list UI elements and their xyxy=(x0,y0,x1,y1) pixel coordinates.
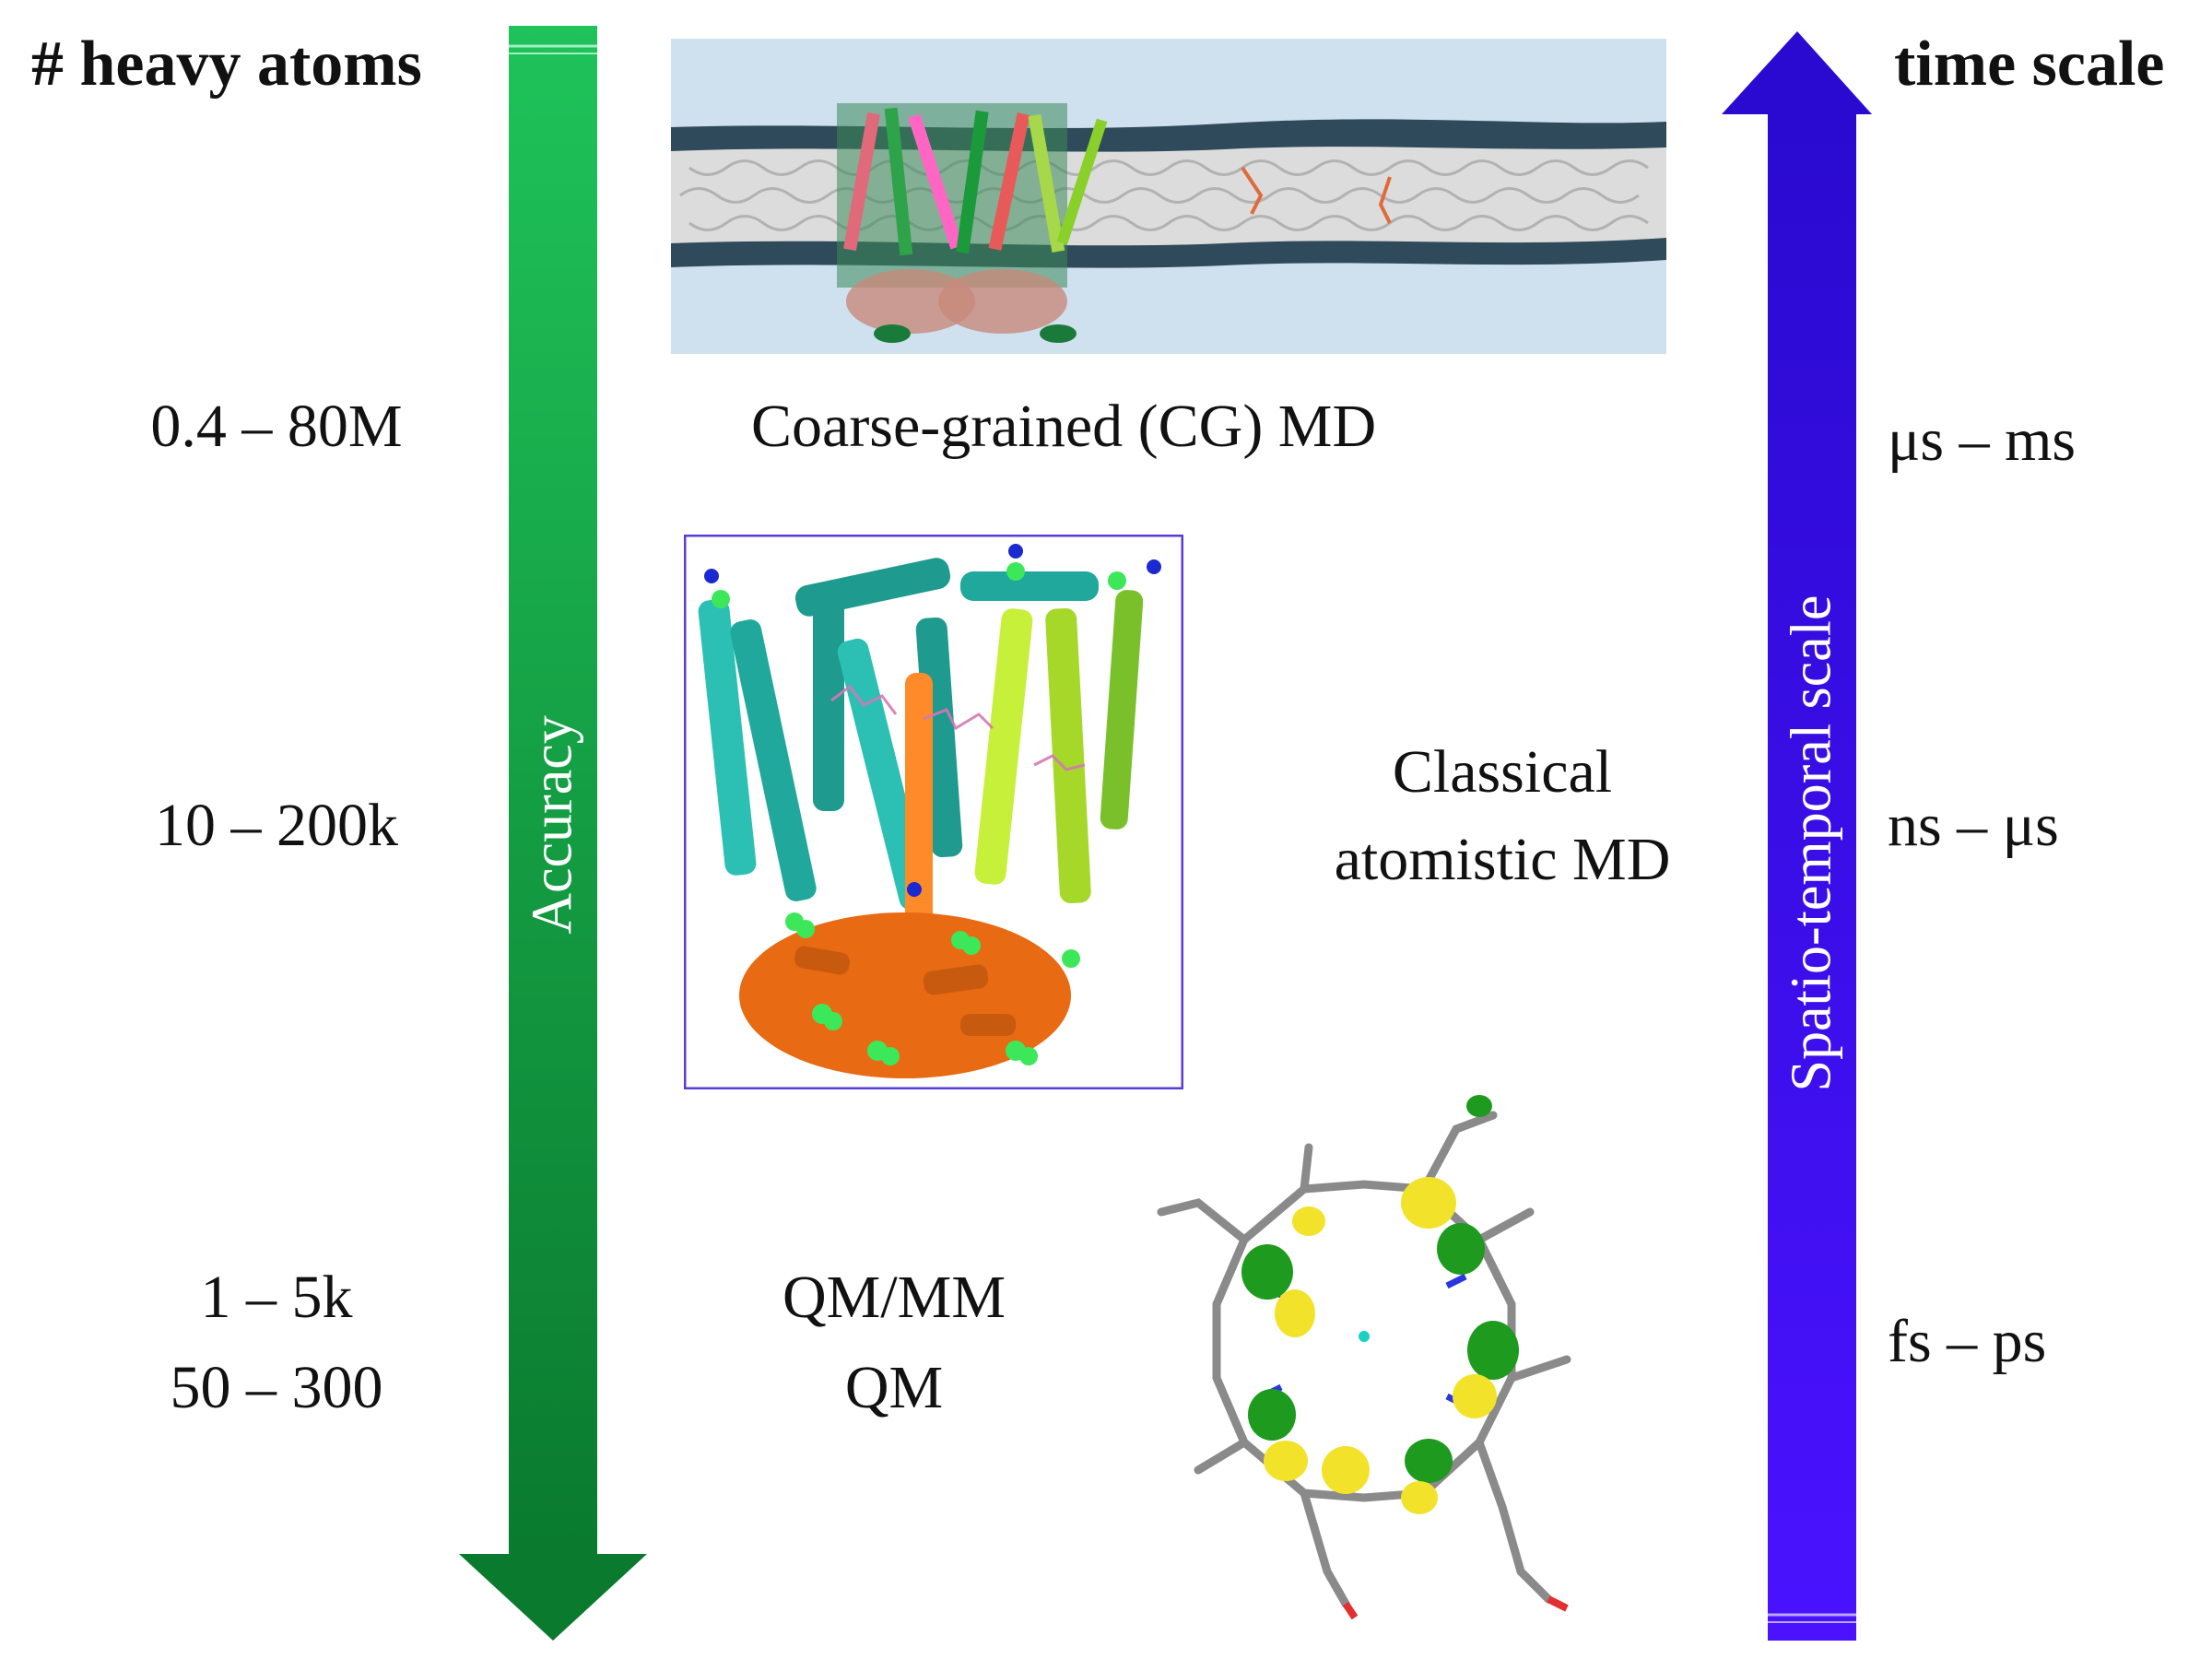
membrane-protein-cg-snapshot xyxy=(671,39,1666,354)
heavy-atoms-header: # heavy atoms xyxy=(31,29,422,100)
porphyrin-orbital-snapshot xyxy=(1157,1095,1571,1620)
time-qm: fs – ps xyxy=(1888,1308,2047,1375)
time-scale-header: time scale xyxy=(1894,29,2165,100)
method-qmmm: QM/MM xyxy=(782,1264,1006,1331)
atoms-qm: 50 – 300 xyxy=(170,1354,383,1421)
method-cg: Coarse-grained (CG) MD xyxy=(751,393,1377,460)
time-classical: ns – μs xyxy=(1888,792,2059,859)
method-classical-line1: Classical xyxy=(1392,738,1613,806)
spatiotemporal-label: Spatio-temporal scale xyxy=(1780,594,1843,1092)
atoms-classical: 10 – 200k xyxy=(155,792,398,859)
method-classical-line2: atomistic MD xyxy=(1334,826,1671,893)
method-qm: QM xyxy=(844,1354,944,1421)
protein-cartoon-snapshot xyxy=(684,535,1183,1089)
atoms-qmmm: 1 – 5k xyxy=(200,1264,353,1331)
atoms-cg: 0.4 – 80M xyxy=(150,393,403,460)
time-cg: μs – ms xyxy=(1888,406,2077,474)
accuracy-label: Accuracy xyxy=(521,715,584,935)
